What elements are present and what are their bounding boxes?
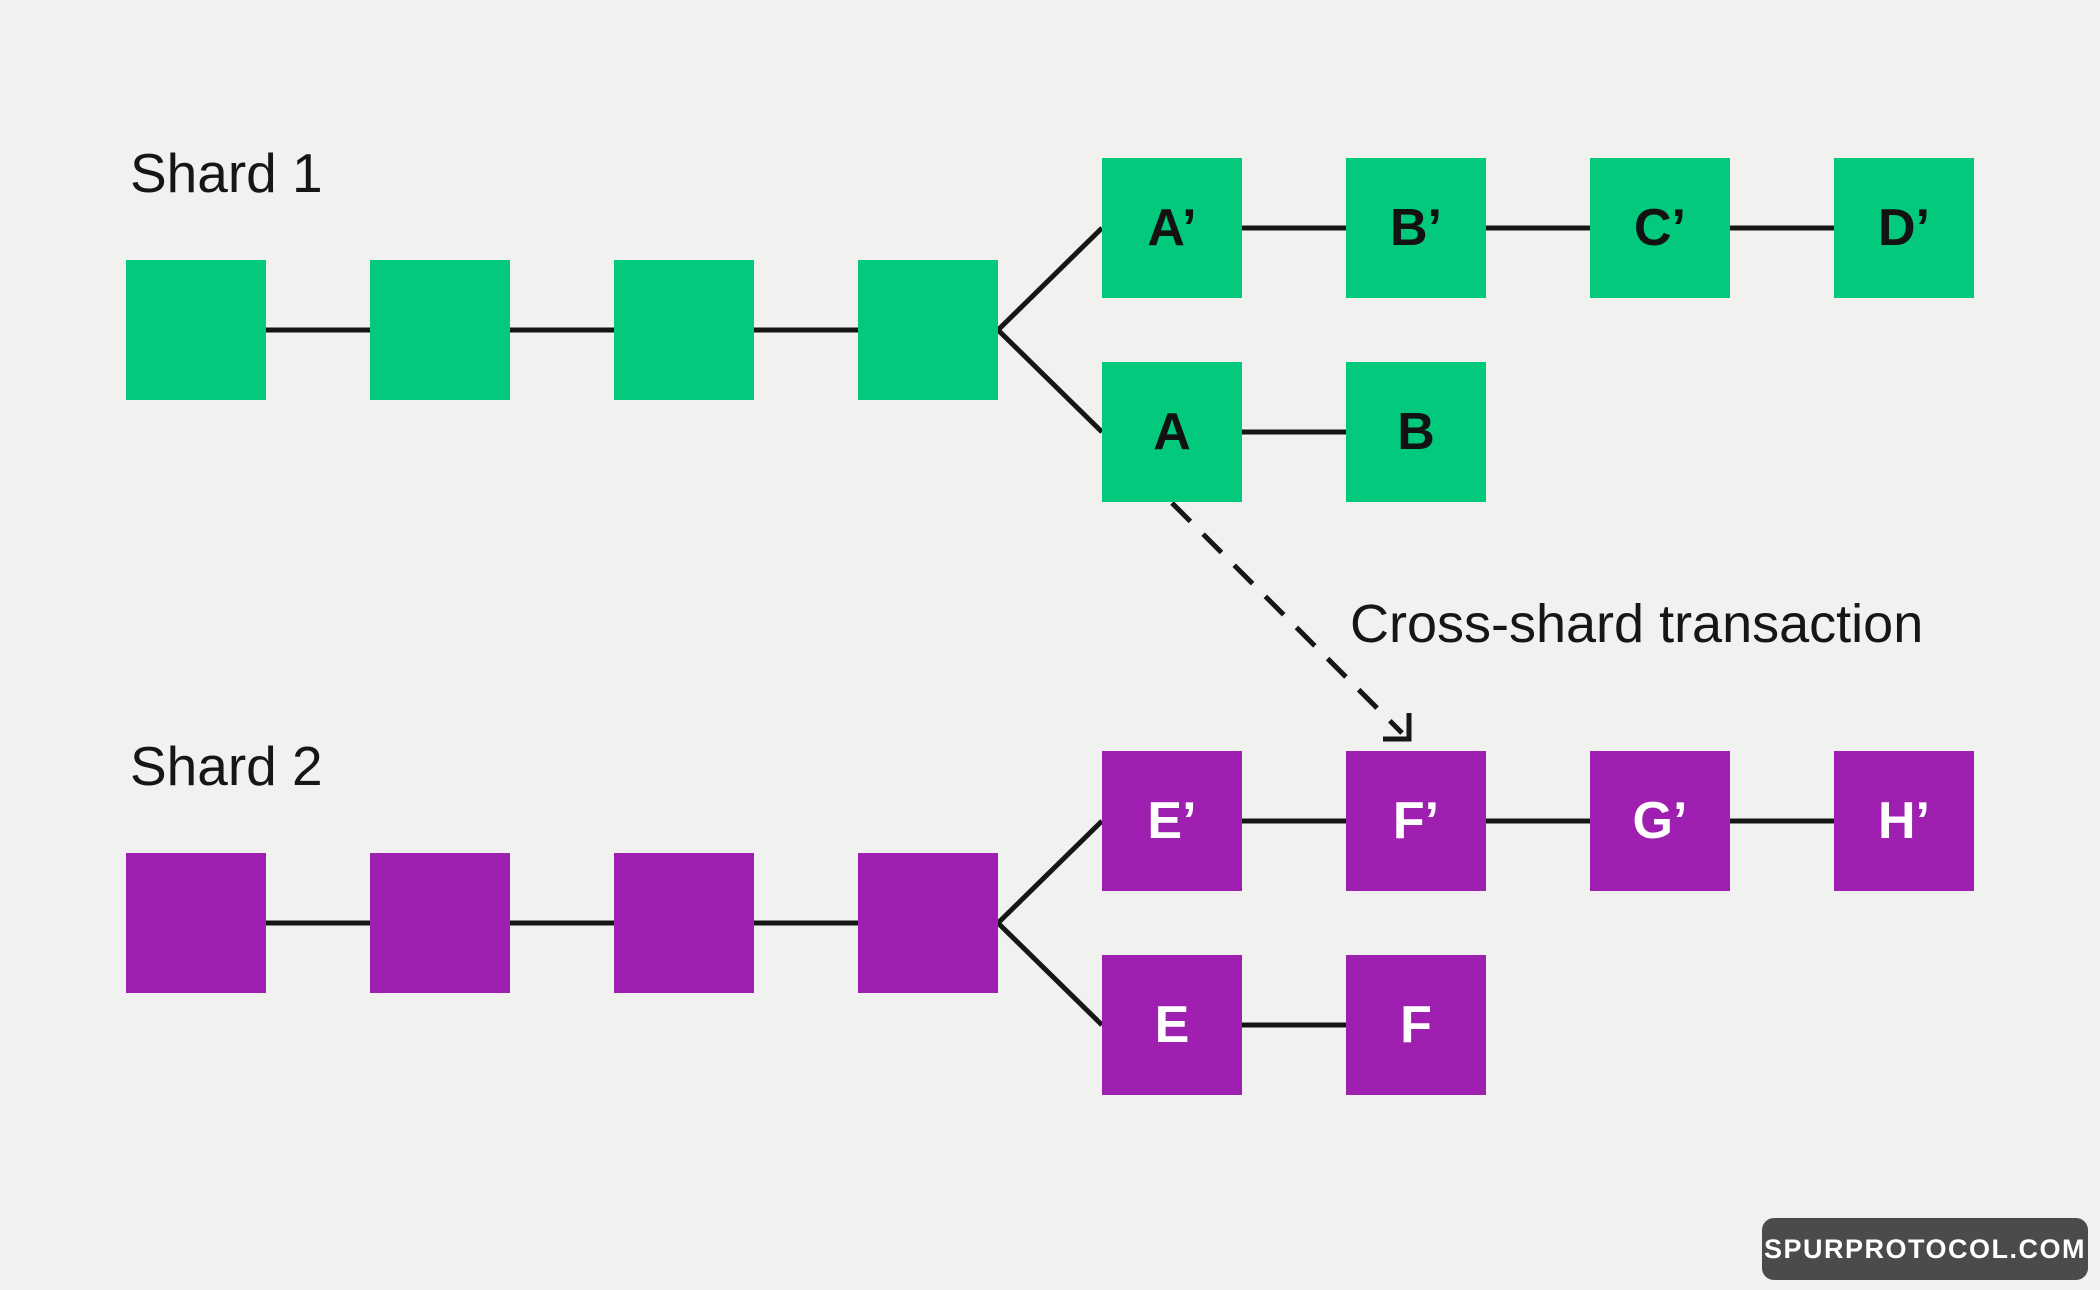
cross-shard-transaction-label: Cross-shard transaction: [1350, 594, 1924, 654]
shard2-fork-upper-line: [996, 819, 1104, 925]
cross-shard-arrow-line: [1170, 501, 1404, 735]
cross-shard-arrowhead-icon: [1383, 713, 1412, 742]
footer-badge-label: SPURPROTOCOL.COM: [1763, 1233, 2086, 1264]
shard1-base-block-4: [858, 260, 998, 400]
shard1-fork-lower-line: [996, 328, 1104, 434]
shard1-block-a-prime: A’: [1102, 158, 1242, 298]
shard1-block-d-prime: D’: [1834, 158, 1974, 298]
shard1-block-a: A: [1102, 362, 1242, 502]
shard1-title: Shard 1: [130, 142, 323, 204]
shard2-base-block-1: [126, 853, 266, 993]
shard2-block-e: E: [1102, 955, 1242, 1095]
shard2-block-f-prime: F’: [1346, 751, 1486, 891]
shard2-base-block-3: [614, 853, 754, 993]
shard2-block-f: F: [1346, 955, 1486, 1095]
shard1-block-b-prime: B’: [1346, 158, 1486, 298]
shard1-base-block-1: [126, 260, 266, 400]
shard2-base-block-4: [858, 853, 998, 993]
footer-badge: SPURPROTOCOL.COM: [1762, 1218, 2088, 1280]
shard2-block-g-prime: G’: [1590, 751, 1730, 891]
shard2-block-h-prime: H’: [1834, 751, 1974, 891]
shard2-block-e-prime: E’: [1102, 751, 1242, 891]
shard1-base-block-2: [370, 260, 510, 400]
shard1-base-block-3: [614, 260, 754, 400]
shard2-fork-lower-line: [996, 921, 1104, 1027]
shard1-block-b: B: [1346, 362, 1486, 502]
shard2-base-block-2: [370, 853, 510, 993]
shard1-block-c-prime: C’: [1590, 158, 1730, 298]
shard1-fork-upper-line: [996, 226, 1104, 332]
shard2-title: Shard 2: [130, 735, 323, 797]
